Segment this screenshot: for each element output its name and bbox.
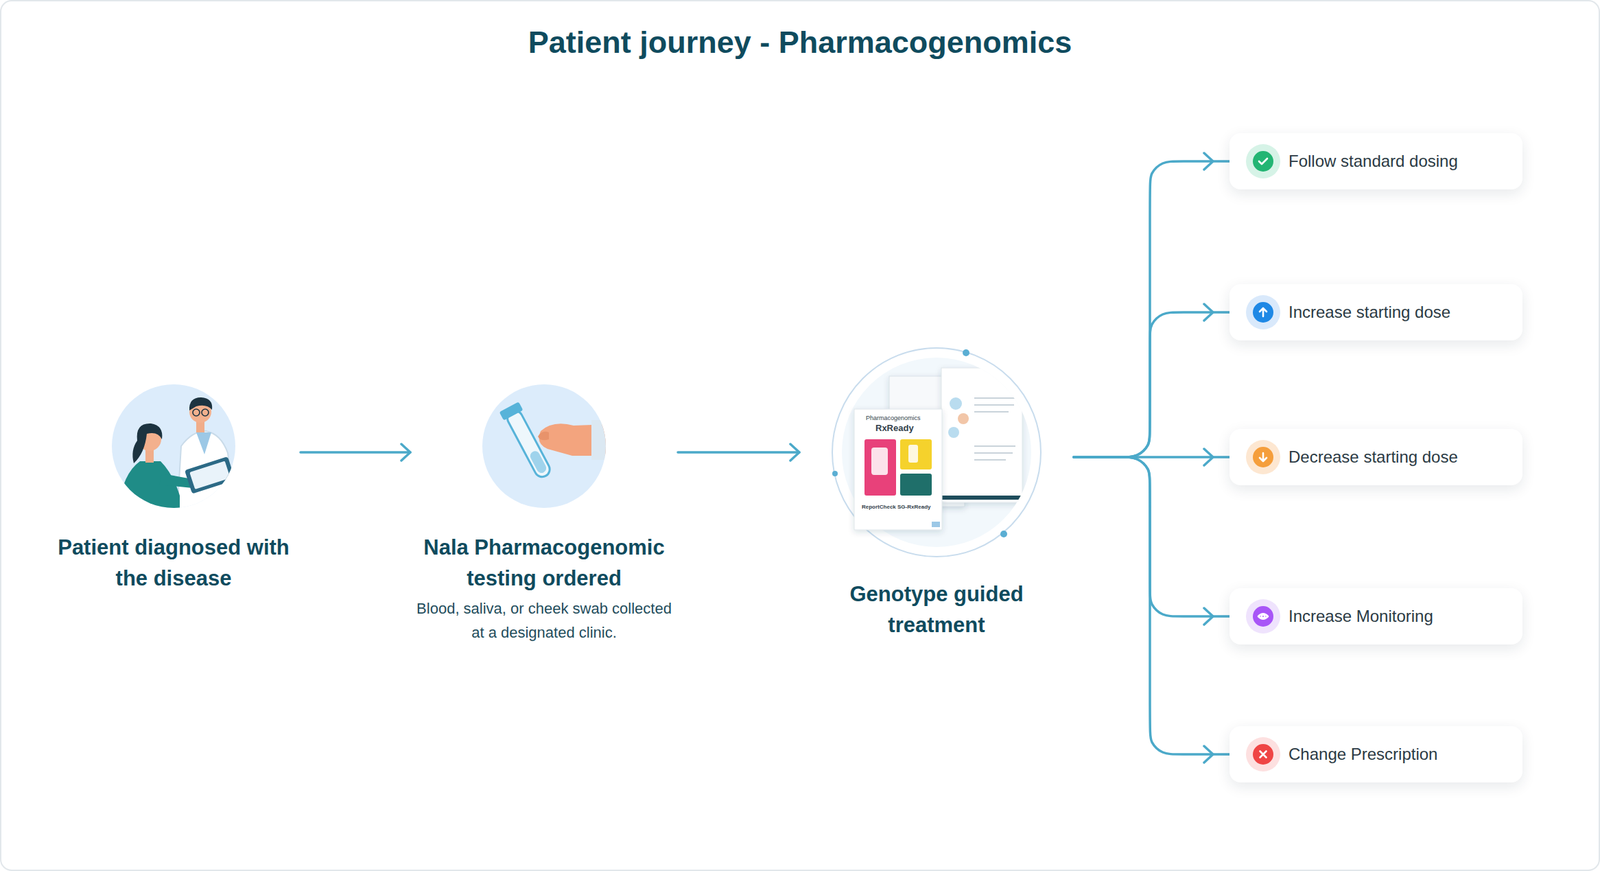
sample-illustration (482, 384, 619, 508)
flow-arrow (1073, 161, 1230, 457)
flow-arrow (1073, 456, 1230, 755)
flow-arrow (300, 450, 411, 454)
node-heading: Nala Pharmacogenomic testing ordered (410, 531, 678, 594)
status-icon (1245, 736, 1281, 772)
node-heading: Increase starting dose (1288, 302, 1451, 322)
outcome-box: Decrease starting dose (1229, 428, 1523, 486)
status-icon (1245, 144, 1281, 179)
node-heading: Decrease starting dose (1288, 447, 1458, 467)
outcome-box: Increase starting dose (1229, 284, 1523, 341)
step-node: Nala Pharmacogenomic testing orderedBloo… (410, 384, 678, 645)
node-heading: Genotype guided treatment (799, 578, 1074, 641)
node-heading: Change Prescription (1288, 744, 1438, 764)
step-node: Genotype guided treatment (799, 347, 1074, 641)
flow-arrow (1073, 455, 1230, 459)
node-heading: Patient diagnosed with the disease (46, 531, 301, 594)
outcome-box: Change Prescription (1229, 725, 1523, 783)
report-label: ReportCheck SG-RxReady (861, 503, 931, 510)
node-heading: Increase Monitoring (1288, 606, 1434, 626)
consultation-illustration (111, 384, 237, 515)
report-label: RxReady (875, 422, 914, 433)
step-node: Patient diagnosed with the disease (46, 384, 301, 594)
node-heading: Follow standard dosing (1288, 151, 1458, 171)
status-icon (1245, 598, 1281, 634)
report-label: Pharmacogenomics (865, 414, 921, 422)
flow-arrow (1073, 456, 1230, 617)
outcome-box: Increase Monitoring (1229, 587, 1523, 645)
diagram-title: Patient journey - Pharmacogenomics (0, 24, 1600, 61)
node-description: Blood, saliva, or cheek swab collected a… (410, 596, 678, 645)
report-illustration (832, 347, 1041, 557)
status-icon (1245, 295, 1281, 330)
flow-arrow (677, 450, 800, 454)
flow-arrow (1073, 312, 1230, 457)
status-icon (1245, 439, 1281, 475)
outcome-box: Follow standard dosing (1229, 133, 1523, 190)
